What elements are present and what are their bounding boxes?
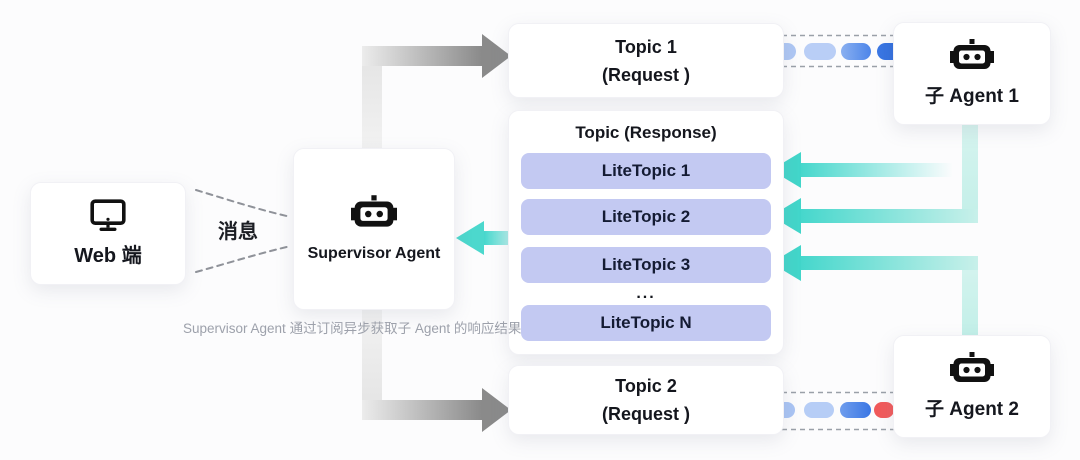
litetopic-row: LiteTopic 3 [521, 247, 771, 283]
arrow-supervisor-to-topic2 [362, 310, 511, 432]
supervisor-agent-label: Supervisor Agent [307, 245, 441, 262]
litetopic-ellipsis: ... [636, 285, 656, 302]
message-pill [840, 402, 871, 418]
web-client-label: Web 端 [74, 245, 142, 267]
message-label: 消息 [218, 221, 258, 243]
message-pill [804, 43, 836, 60]
topic-response-container: Topic (Response) LiteTopic 1 LiteTopic 2… [508, 110, 784, 355]
arrow-to-litetopic-2 [771, 198, 978, 234]
sub-agent2-label: 子 Agent 2 [925, 399, 1019, 420]
topic1-node: Topic 1 (Request ) [508, 23, 784, 98]
topic1-subtitle: (Request ) [601, 64, 690, 85]
request-channel-bottom [768, 391, 900, 431]
arrow-supervisor-to-topic1 [362, 34, 511, 150]
supervisor-agent-node: Supervisor Agent [293, 148, 455, 310]
arrow-to-litetopic-3 [771, 245, 978, 281]
request-channel-top [770, 34, 907, 68]
litetopic-row: LiteTopic N [521, 305, 771, 341]
message-pill [874, 402, 894, 418]
litetopic-row: LiteTopic 1 [521, 153, 771, 189]
dashed-message-line-lower [195, 245, 292, 273]
topic2-subtitle: (Request ) [601, 404, 690, 424]
sub-agent1-node: 子 Agent 1 [893, 22, 1051, 125]
message-pill [841, 43, 871, 60]
diagram-caption: Supervisor Agent 通过订阅异步获取子 Agent 的响应结果 [183, 321, 522, 336]
arrow-to-litetopic-1 [771, 152, 953, 188]
agent2-response-line [962, 256, 978, 335]
web-client-node: Web 端 [30, 182, 186, 285]
robot-icon [950, 352, 994, 382]
topic-response-title: Topic (Response) [575, 123, 717, 142]
sub-agent1-label: 子 Agent 1 [925, 86, 1019, 107]
monitor-icon [90, 199, 126, 231]
robot-icon [351, 195, 397, 227]
topic2-title: Topic 2 [615, 376, 677, 396]
agent1-response-line [962, 125, 978, 223]
robot-icon [950, 39, 994, 69]
dashed-message-lines [195, 189, 292, 273]
litetopic-row: LiteTopic 2 [521, 199, 771, 235]
message-pill [804, 402, 834, 418]
sub-agent2-node: 子 Agent 2 [893, 335, 1051, 438]
topic1-title: Topic 1 [615, 36, 677, 57]
topic2-node: Topic 2 (Request ) [508, 365, 784, 435]
dashed-message-line-upper [195, 189, 292, 218]
